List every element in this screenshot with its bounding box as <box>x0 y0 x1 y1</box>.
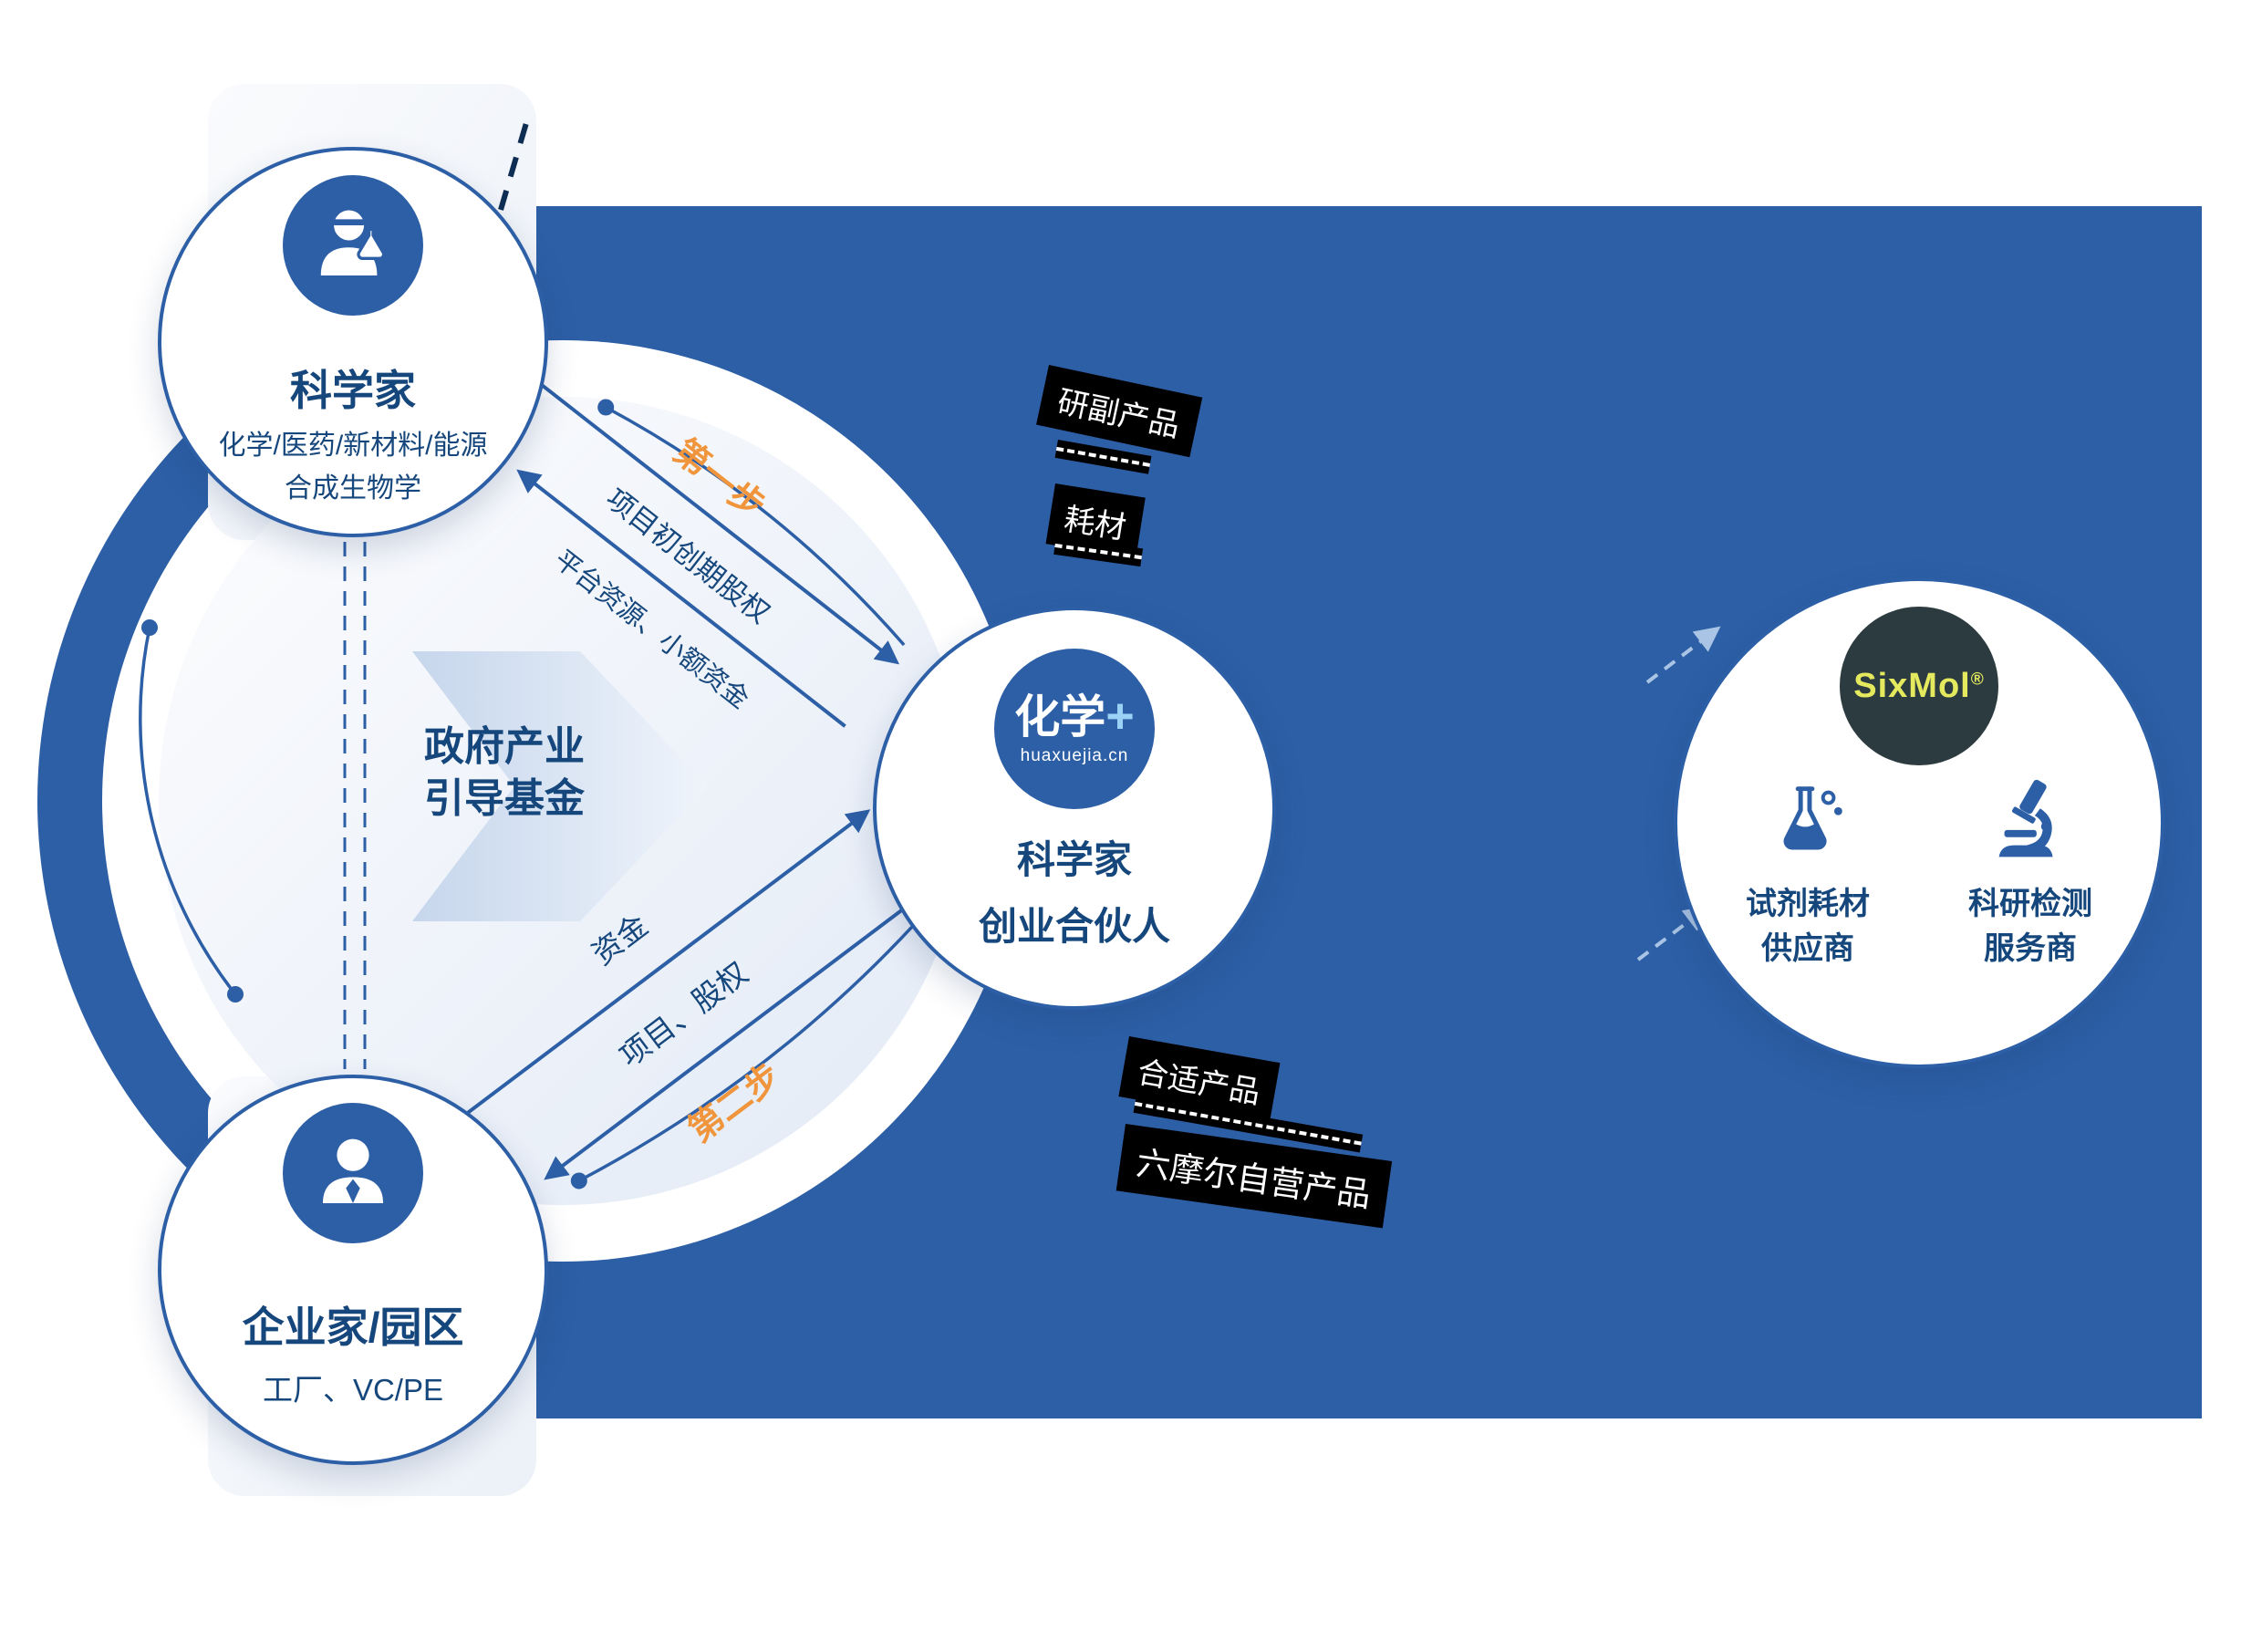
supplier-label: 试剂耗材 供应商 <box>1746 882 1870 972</box>
entrepreneur-avatar-circle <box>283 1103 423 1243</box>
node-partner: 化学+ huaxuejia.cn 科学家 创业合伙人 <box>873 607 1276 1010</box>
scientist-subtitle-line2: 合成生物学 <box>284 473 421 504</box>
sixmol-service-col: 科研检测 服务商 <box>1939 774 2122 972</box>
fund-line1: 政府产业 <box>424 723 585 769</box>
entrepreneur-title: 企业家/园区 <box>242 1304 464 1351</box>
sixmol-reg-mark: ® <box>1970 669 1985 689</box>
step1-band <box>516 372 906 728</box>
vertical-dashed-link <box>343 542 367 1069</box>
node-scientist: 科学家 化学/医药/新材料/能源 合成生物学 <box>158 147 548 537</box>
sixmol-brand-text: SixMol <box>1853 666 1971 705</box>
huaxuejia-logo-main: 化学 <box>1014 691 1106 743</box>
step2-band <box>457 809 928 1190</box>
scientist-avatar-circle <box>283 175 423 316</box>
huaxuejia-domain: huaxuejia.cn <box>1020 746 1129 765</box>
node-entrepreneur: 企业家/园区 工厂、VC/PE <box>158 1075 548 1465</box>
left-arc <box>139 619 244 1003</box>
supplier-line1: 试剂耗材 <box>1746 887 1870 921</box>
sixmol-brand: SixMol® <box>1853 667 1984 706</box>
flask-icon <box>1783 786 1842 850</box>
huaxuejia-logo-text: 化学+ <box>1014 691 1135 741</box>
partner-line2: 创业合伙人 <box>978 905 1170 948</box>
scientist-subtitle: 化学/医药/新材料/能源 合成生物学 <box>218 425 487 510</box>
fund-line2: 引导基金 <box>424 776 585 821</box>
scientist-subtitle-line1: 化学/医药/新材料/能源 <box>218 431 488 461</box>
huaxuejia-logo-circle: 化学+ huaxuejia.cn <box>994 649 1155 809</box>
sixmol-services-row: 试剂耗材 供应商 <box>1717 774 2122 972</box>
partner-line1: 科学家 <box>1016 838 1132 881</box>
sixmol-logo-circle: SixMol® <box>1840 607 1998 765</box>
person-icon <box>323 1138 383 1203</box>
service-line2: 服务商 <box>1984 931 2077 967</box>
scientist-title: 科学家 <box>290 367 416 414</box>
huaxuejia-logo-plus: + <box>1105 689 1135 743</box>
scientist-icon <box>320 210 386 275</box>
microscope-icon <box>1998 779 2053 857</box>
fund-label: 政府产业 引导基金 <box>424 721 585 825</box>
service-label: 科研检测 服务商 <box>1968 882 2092 972</box>
entrepreneur-subtitle: 工厂、VC/PE <box>262 1373 444 1407</box>
supplier-line2: 供应商 <box>1761 931 1854 967</box>
fund-arrow <box>412 651 708 921</box>
service-line1: 科研检测 <box>1968 887 2092 921</box>
top-dashed-fragment <box>498 116 531 211</box>
sixmol-supplier-col: 试剂耗材 供应商 <box>1717 774 1899 972</box>
microscope-icon-box <box>1981 774 2080 873</box>
node-sixmol: SixMol® 试剂耗材 <box>1674 577 2164 1068</box>
flask-icon-box <box>1759 774 1857 873</box>
